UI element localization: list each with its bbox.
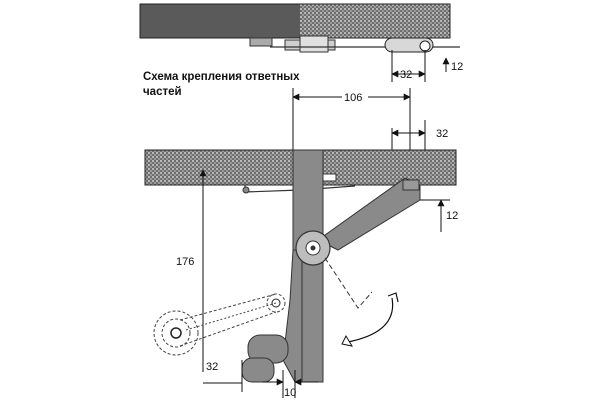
main-panel-mesh-left [145, 150, 293, 185]
dim-10-label: 10 [284, 387, 296, 399]
chain-lower-dashed [179, 311, 277, 347]
lower-roller-assembly [153, 293, 286, 356]
dim-176-label: 176 [176, 256, 194, 268]
top-panel-mesh [300, 4, 450, 38]
link-arm-mount [402, 179, 420, 191]
chain-upper-dashed [179, 293, 277, 321]
large-roller-center [170, 327, 182, 339]
lower-hinge-foot [241, 357, 275, 383]
top-dim-32-label: 32 [400, 69, 412, 81]
large-roller-inner [161, 318, 191, 348]
top-hinge-block [299, 35, 329, 53]
top-panel-solid [140, 4, 300, 38]
top-panel-view: 32 12 [139, 3, 463, 82]
main-panel-view: 106 32 [144, 88, 458, 399]
top-dim-12-label: 12 [451, 61, 463, 73]
caption-line-2: частей [143, 86, 182, 98]
pivot-center [310, 245, 316, 251]
dim-32-right-label: 32 [436, 128, 448, 140]
top-bracket [249, 37, 273, 47]
rotation-arrow-head-top [387, 292, 399, 303]
dim-32-bottom-label: 32 [206, 361, 218, 373]
swing-path-dashed [324, 257, 373, 309]
lower-arm-flange [282, 249, 303, 383]
large-roller-dashed [153, 310, 199, 356]
dim-12-right-label: 12 [446, 210, 458, 222]
dim-106-label: 106 [344, 92, 362, 104]
under-panel-screw [242, 186, 250, 194]
caption-line-1: Схема крепления ответных [143, 71, 300, 83]
top-panel-border [139, 3, 451, 39]
diagram-caption: Схема крепления ответных частей [143, 70, 300, 100]
small-roller-dashed [266, 293, 286, 313]
rotation-arc [347, 297, 394, 343]
top-roller [419, 40, 431, 52]
rotation-arrow-head-bottom [341, 334, 354, 347]
main-panel-mesh-right [323, 150, 456, 185]
